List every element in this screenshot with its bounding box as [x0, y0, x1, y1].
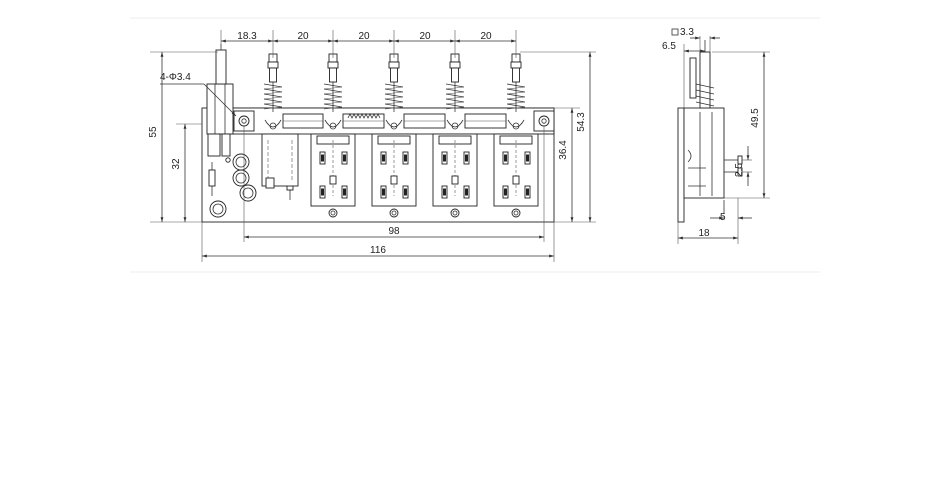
lock-lever	[206, 44, 234, 157]
dim-shaft-offset: 6.5	[662, 41, 676, 52]
slide-bar-segment-1	[282, 113, 324, 129]
switch-body-5	[493, 133, 539, 218]
dim-width-total: 116	[370, 245, 386, 256]
slide-bar-segment-2	[342, 113, 385, 129]
dim-side-height: 49.5	[750, 108, 761, 128]
side-spring	[695, 83, 715, 107]
mounting-tab-right	[533, 110, 555, 132]
dim-pin-length: 5	[720, 212, 726, 223]
switch-body-4	[432, 133, 478, 218]
square-symbol	[671, 28, 679, 36]
push-buttons	[263, 53, 526, 130]
dim-shaft-square: 3.3	[680, 27, 694, 38]
dim-pitch-first: 18.3	[237, 31, 257, 42]
front-dimensions: 18.3 20 20 20 20 4-Φ3.4 55 32 36.4	[148, 30, 596, 262]
dim-height-body: 36.4	[558, 140, 569, 160]
slide-bar-segment-3	[403, 113, 446, 129]
switch-body-3	[371, 133, 417, 218]
dim-pin-pitch: 2.5	[734, 163, 745, 177]
switch-body-1	[261, 133, 299, 189]
dim-height-total: 55	[148, 126, 159, 138]
dim-width-holes: 98	[388, 226, 400, 237]
push-button-4	[445, 53, 465, 130]
dim-side-depth: 18	[698, 228, 710, 239]
side-pins	[723, 155, 743, 214]
side-shaft	[699, 51, 711, 109]
dim-pitch-4: 20	[480, 31, 492, 42]
front-view: 18.3 20 20 20 20 4-Φ3.4 55 32 36.4	[148, 30, 596, 262]
side-view: 3.3 6.5 49.5 2.5 5	[662, 27, 770, 244]
dim-hole-callout: 4-Φ3.4	[160, 72, 191, 83]
side-lock-lever	[689, 57, 697, 99]
dim-pitch-1: 20	[297, 31, 309, 42]
switch-body-2	[310, 133, 356, 218]
dim-height-mount: 32	[171, 158, 182, 170]
slide-bar-segment-4	[464, 113, 507, 129]
dim-pitch-2: 20	[358, 31, 370, 42]
dim-pitch-3: 20	[419, 31, 431, 42]
latch-teeth	[347, 113, 381, 119]
push-button-2	[323, 53, 343, 130]
side-pcb	[677, 107, 685, 223]
side-dimensions: 3.3 6.5 49.5 2.5 5	[662, 27, 770, 244]
dim-height-right: 54.3	[576, 112, 587, 132]
switch-bodies	[310, 133, 539, 218]
